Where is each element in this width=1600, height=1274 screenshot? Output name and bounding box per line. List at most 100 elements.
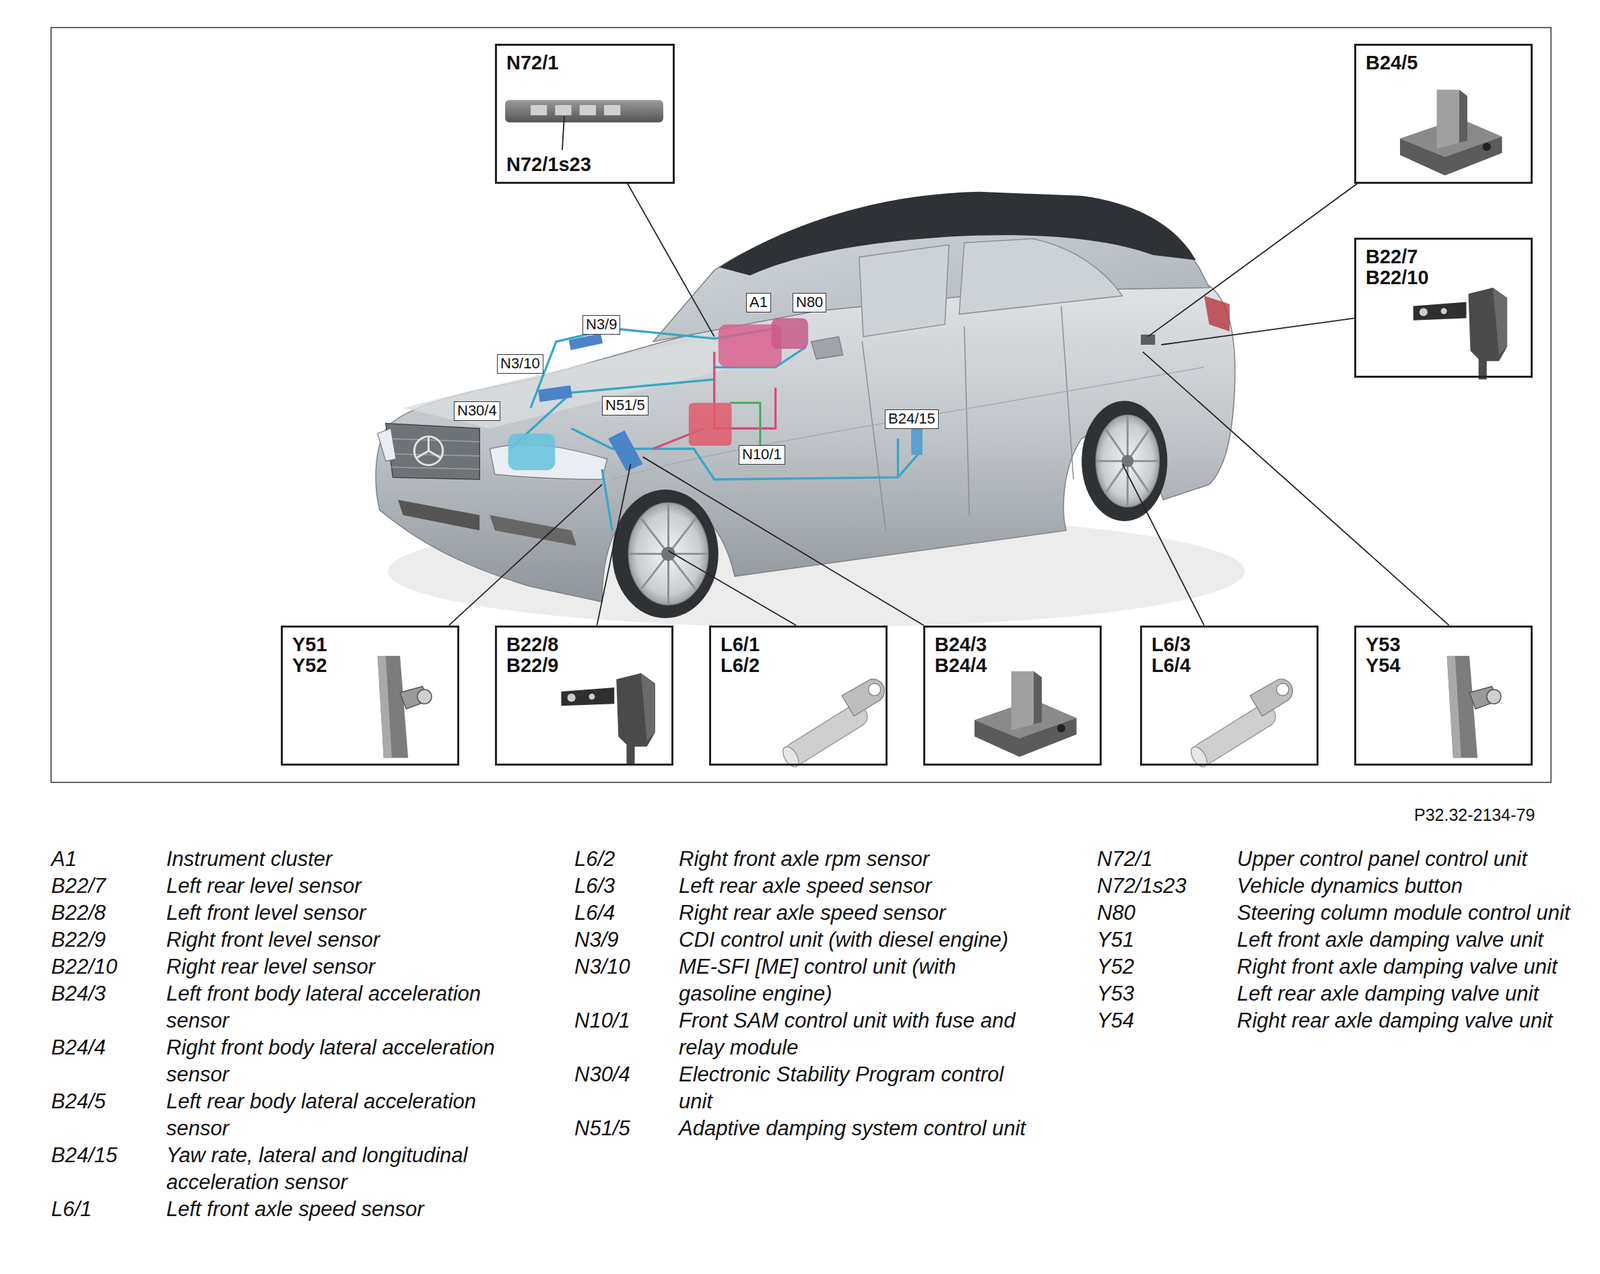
legend-description: Right front axle rpm sensor [678, 845, 1029, 873]
legend-code: N72/1s23 [1096, 872, 1238, 900]
legend-row: B24/4Right front body lateral accelerati… [51, 1034, 517, 1089]
part-code: Y51 [292, 634, 448, 656]
legend-code: Y54 [1096, 1007, 1238, 1035]
legend-code: L6/3 [574, 872, 679, 900]
part-code: B22/9 [506, 655, 662, 677]
legend-row: N3/9CDI control unit (with diesel engine… [574, 926, 1029, 954]
legend-code: L6/2 [574, 845, 679, 873]
part-tag: N3/9 [582, 315, 621, 335]
legend-code: Y53 [1096, 980, 1238, 1008]
legend-code: B22/7 [51, 872, 167, 900]
part-code: B24/15 [888, 410, 936, 428]
legend-description: Yaw rate, lateral and longitudinal accel… [166, 1142, 517, 1196]
part-code: Y52 [292, 655, 448, 677]
legend-description: Right rear axle damping valve unit [1237, 1007, 1574, 1035]
legend-row: Y53Left rear axle damping valve unit [1096, 980, 1574, 1008]
part-code: N51/5 [605, 397, 646, 415]
legend-code: B22/9 [51, 926, 167, 954]
legend-description: ME-SFI [ME] control unit (with gasoline … [678, 953, 1029, 1008]
part-code: N30/4 [457, 402, 497, 420]
legend-description: CDI control unit (with diesel engine) [678, 926, 1029, 954]
part-code: B24/3 [934, 634, 1091, 656]
callout-box: L6/1L6/2 [709, 625, 888, 766]
legend-row: L6/1Left front axle speed sensor [51, 1195, 517, 1223]
part-code: N3/9 [585, 316, 617, 334]
part-tag: N30/4 [453, 401, 501, 421]
legend-code: N51/5 [574, 1115, 679, 1143]
part-code: B22/7 [1365, 246, 1522, 268]
legend-description: Right front axle damping valve unit [1237, 953, 1574, 981]
callout-box: L6/3L6/4 [1140, 625, 1319, 766]
legend-code: B22/8 [51, 899, 167, 927]
legend-code: B22/10 [51, 953, 167, 981]
part-code: L6/2 [720, 655, 877, 677]
legend-description: Vehicle dynamics button [1237, 872, 1574, 900]
legend-code: L6/4 [574, 899, 679, 927]
legend-code: N3/10 [574, 953, 679, 981]
legend-code: B24/3 [51, 980, 167, 1008]
legend-description: Left front axle speed sensor [166, 1195, 517, 1223]
callout-box: Y53Y54 [1354, 625, 1533, 766]
part-code: N10/1 [742, 446, 782, 464]
legend-row: B22/9Right front level sensor [51, 926, 517, 954]
part-code: B22/8 [506, 634, 662, 656]
legend-code: Y51 [1096, 926, 1238, 954]
callout-box: B22/8B22/9 [494, 625, 674, 766]
legend-code: B24/5 [51, 1088, 167, 1116]
part-tag: N80 [792, 292, 827, 313]
legend-column: L6/2Right front axle rpm sensorL6/3Left … [574, 845, 1029, 1143]
figure-reference: P32.32-2134-79 [1414, 806, 1535, 825]
part-tag: A1 [746, 292, 772, 313]
legend-description: Left rear body lateral acceleration sens… [166, 1088, 517, 1143]
legend-column: A1Instrument clusterB22/7Left rear level… [51, 845, 517, 1223]
legend-code: N3/9 [574, 926, 679, 954]
legend-description: Right front level sensor [166, 926, 517, 954]
part-code: Y54 [1365, 655, 1522, 677]
part-code: L6/3 [1151, 634, 1308, 656]
part-tag: N3/10 [496, 354, 544, 374]
legend-code: N30/4 [574, 1061, 679, 1089]
legend-description: Left front body lateral acceleration sen… [166, 980, 517, 1035]
part-code: N80 [795, 294, 823, 312]
part-code: Y53 [1365, 634, 1522, 656]
legend-row: Y52Right front axle damping valve unit [1096, 953, 1574, 981]
legend-description: Instrument cluster [166, 845, 517, 873]
legend-description: Front SAM control unit with fuse and rel… [678, 1007, 1029, 1062]
part-tag: B24/15 [884, 409, 939, 429]
legend-row: N30/4Electronic Stability Program contro… [574, 1061, 1029, 1116]
legend-row: B22/10Right rear level sensor [51, 953, 517, 981]
legend-row: A1Instrument cluster [51, 845, 517, 873]
part-tag: N10/1 [738, 445, 786, 465]
part-code: N3/10 [500, 355, 541, 373]
part-code: A1 [749, 294, 768, 312]
callout-box: Y51Y52 [280, 625, 460, 766]
legend-row: B24/3Left front body lateral acceleratio… [51, 980, 517, 1035]
legend-row: B22/8Left front level sensor [51, 899, 517, 927]
legend-description: Right front body lateral acceleration se… [166, 1034, 517, 1089]
legend-code: A1 [51, 845, 167, 873]
callout-box: B24/3B24/4 [923, 625, 1102, 766]
legend-row: N72/1s23Vehicle dynamics button [1096, 872, 1574, 900]
legend-code: L6/1 [51, 1195, 167, 1223]
part-code: N72/1s23 [506, 154, 664, 176]
legend-row: L6/2Right front axle rpm sensor [574, 845, 1029, 873]
legend-code: Y52 [1096, 953, 1238, 981]
legend-description: Left rear axle speed sensor [678, 872, 1029, 900]
legend-row: B24/5Left rear body lateral acceleration… [51, 1088, 517, 1143]
legend-code: B24/15 [51, 1142, 167, 1170]
legend-row: B24/15Yaw rate, lateral and longitudinal… [51, 1142, 517, 1196]
legend-description: Right rear axle speed sensor [678, 899, 1029, 927]
callout-box: B24/5 [1354, 43, 1533, 184]
legend-description: Right rear level sensor [166, 953, 517, 981]
legend-row: N80Steering column module control unit [1096, 899, 1574, 927]
callout-box: B22/7B22/10 [1354, 237, 1533, 378]
legend-row: L6/4Right rear axle speed sensor [574, 899, 1029, 927]
legend-row: B22/7Left rear level sensor [51, 872, 517, 900]
legend-code: N72/1 [1096, 845, 1238, 873]
part-code: L6/4 [1151, 655, 1308, 677]
legend-description: Upper control panel control unit [1237, 845, 1574, 873]
legend-description: Adaptive damping system control unit [678, 1115, 1029, 1143]
part-code: N72/1 [506, 52, 664, 74]
part-code: B22/10 [1365, 267, 1522, 289]
